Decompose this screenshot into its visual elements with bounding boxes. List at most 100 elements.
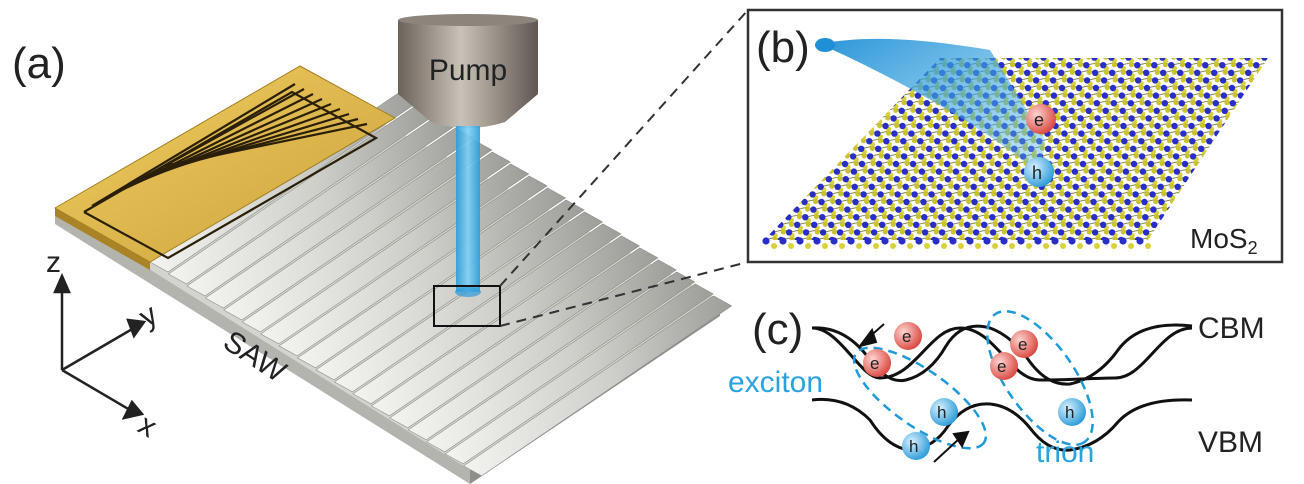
mo-atom — [994, 160, 1002, 168]
s-atom — [1084, 183, 1090, 189]
mo-atom — [941, 115, 948, 122]
mo-atom — [678, 123, 684, 129]
mo-atom — [673, 176, 679, 182]
mo-atom — [1100, 61, 1107, 69]
s-atom — [1018, 229, 1024, 235]
s-atom — [942, 236, 948, 240]
s-atom — [711, 195, 716, 200]
s-atom — [1034, 198, 1040, 205]
s-atom — [872, 191, 878, 197]
s-atom — [651, 187, 656, 192]
s-atom — [1105, 100, 1111, 106]
exciton-ellipse — [852, 346, 988, 450]
s-atom — [1017, 58, 1024, 60]
s-atom — [1217, 122, 1223, 129]
mo-atom — [1189, 138, 1196, 145]
s-atom — [1247, 62, 1254, 68]
mo-atom — [1212, 100, 1220, 107]
mo-atom — [801, 198, 808, 206]
s-atom — [733, 130, 738, 135]
s-atom — [718, 172, 723, 177]
s-atom — [772, 236, 778, 240]
mo-atom — [925, 130, 932, 137]
mo-atom — [630, 168, 636, 174]
s-atom — [839, 221, 845, 227]
mo-atom — [1083, 77, 1091, 84]
mo-atom — [918, 168, 926, 175]
mo-atom — [961, 176, 968, 183]
mo-atom — [1228, 84, 1236, 92]
mo-atom — [926, 145, 933, 152]
s-atom — [1115, 122, 1121, 129]
trion-label: trion — [1036, 436, 1094, 469]
mo-atom — [886, 198, 893, 206]
mo-atom — [883, 138, 890, 145]
mo-atom — [1173, 168, 1181, 175]
s-atom — [1208, 130, 1215, 136]
mo-atom — [920, 198, 927, 206]
s-atom — [1156, 100, 1162, 106]
mo-atom — [734, 214, 740, 220]
mo-atom — [1108, 229, 1116, 236]
s-atom — [722, 88, 727, 93]
mo-atom — [1102, 237, 1110, 245]
s-atom — [909, 92, 915, 98]
mo-atom — [933, 122, 940, 130]
s-atom — [1230, 62, 1237, 68]
s-atom — [702, 187, 707, 192]
mo-atom — [891, 130, 898, 137]
mo-atom — [1108, 58, 1115, 61]
s-atom — [671, 233, 676, 238]
mo-atom — [853, 214, 860, 221]
mo-atom — [960, 160, 968, 168]
s-atom — [910, 107, 916, 113]
band-holes: h h h — [902, 398, 1086, 460]
mo-atom — [1071, 168, 1079, 175]
mo-atom — [944, 176, 951, 183]
s-atom — [718, 157, 723, 162]
s-atom — [1175, 145, 1181, 151]
mo-atom — [985, 153, 993, 160]
s-atom — [668, 187, 673, 192]
s-atom — [1009, 221, 1015, 227]
s-atom — [953, 115, 959, 121]
mo-atom — [741, 176, 747, 182]
s-atom — [902, 130, 909, 136]
mo-atom — [1287, 62, 1293, 68]
mo-atom — [1298, 100, 1304, 106]
mo-atom — [1083, 221, 1090, 228]
mo-atom — [1023, 69, 1031, 77]
mo-atom — [676, 237, 682, 243]
mo-atom — [631, 199, 637, 205]
s-atom — [889, 191, 895, 197]
mo-atom — [1040, 58, 1047, 61]
s-atom — [1284, 108, 1289, 113]
s-atom — [714, 100, 719, 105]
mo-atom — [667, 229, 673, 235]
electrode-fingers — [83, 83, 379, 260]
mo-atom — [1097, 176, 1105, 183]
mo-atom — [663, 153, 669, 159]
mo-atom — [1159, 58, 1166, 61]
saw-ridge — [241, 151, 511, 333]
s-atom — [715, 115, 720, 120]
mo-atom — [1187, 107, 1194, 115]
mo-atom — [1103, 122, 1110, 130]
mo-atom — [977, 160, 985, 168]
s-atom — [878, 153, 884, 159]
mo-atom — [1125, 58, 1132, 61]
s-atom — [660, 199, 665, 204]
s-atom — [1067, 183, 1073, 189]
mo-atom — [833, 168, 841, 175]
s-atom — [671, 237, 676, 242]
mo-atom — [859, 176, 866, 183]
s-atom — [1078, 236, 1084, 240]
s-atom — [684, 176, 689, 181]
s-atom — [881, 198, 887, 205]
s-atom — [1104, 84, 1110, 91]
s-atom — [1087, 84, 1093, 91]
s-atom — [670, 222, 675, 227]
s-atom — [1096, 92, 1102, 98]
s-atom — [953, 130, 960, 136]
s-atom — [1008, 206, 1015, 212]
